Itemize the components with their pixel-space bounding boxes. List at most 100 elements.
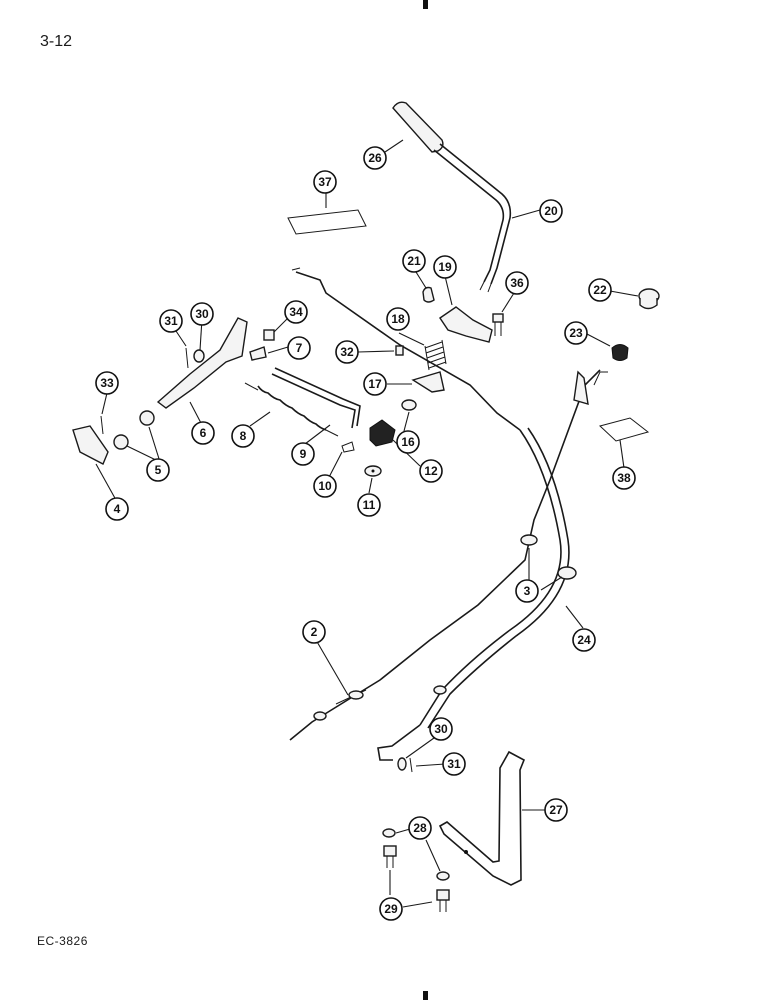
part-throttle-rod — [291, 267, 521, 431]
callout-23: 23 — [564, 321, 588, 345]
part-31-pin-upper — [185, 347, 189, 369]
callout-34: 34 — [284, 300, 308, 324]
callout-circle — [287, 336, 311, 360]
callout-label: 3 — [524, 584, 531, 598]
callout-31: 31 — [442, 752, 466, 776]
callout-30: 30 — [429, 717, 453, 741]
part-31-pin-lower — [409, 757, 413, 773]
callout-circle — [313, 170, 337, 194]
callout-label: 2 — [311, 625, 318, 639]
callout-label: 36 — [510, 276, 524, 290]
part-27-bracket — [438, 750, 526, 886]
callout-circle — [363, 146, 387, 170]
callout-circle — [515, 579, 539, 603]
callout-37: 37 — [313, 170, 337, 194]
callout-label: 8 — [240, 429, 247, 443]
part-36-bolt — [492, 313, 504, 336]
callout-circle — [379, 897, 403, 921]
part-4-block — [72, 425, 109, 465]
callout-label: 9 — [300, 447, 307, 461]
callout-circle — [191, 421, 215, 445]
callout-9: 9 — [291, 442, 315, 466]
part-2-cable — [289, 369, 608, 741]
callout-circle — [433, 255, 457, 279]
callout-16: 16 — [396, 430, 420, 454]
callout-circle — [363, 372, 387, 396]
callout-circle — [291, 442, 315, 466]
callout-circle — [564, 321, 588, 345]
callout-label: 38 — [617, 471, 631, 485]
callout-5: 5 — [146, 458, 170, 482]
callout-label: 4 — [114, 502, 121, 516]
callout-2: 2 — [302, 620, 326, 644]
callout-22: 22 — [588, 278, 612, 302]
part-17-bracket — [411, 371, 445, 393]
part-16-washer — [401, 399, 417, 411]
callout-label: 18 — [391, 312, 405, 326]
callout-label: 31 — [164, 314, 178, 328]
callout-circle — [505, 271, 529, 295]
callout-17: 17 — [363, 372, 387, 396]
callout-label: 28 — [413, 821, 427, 835]
callout-label: 21 — [407, 254, 421, 268]
callout-circle — [544, 798, 568, 822]
part-7-clip — [249, 346, 267, 361]
top-registration-mark — [423, 0, 428, 9]
part-18-spring — [424, 339, 447, 371]
part-23-cap — [611, 344, 629, 361]
callout-6: 6 — [191, 421, 215, 445]
callout-label: 10 — [318, 479, 332, 493]
part-26-handle-grip — [392, 101, 444, 153]
callout-label: 22 — [593, 283, 607, 297]
part-19-bracket — [439, 306, 493, 343]
callout-circle — [539, 199, 563, 223]
callout-circle — [231, 424, 255, 448]
callout-label: 33 — [100, 376, 114, 390]
callout-label: 30 — [195, 307, 209, 321]
part-29-bolts — [383, 845, 450, 912]
callout-12: 12 — [419, 459, 443, 483]
callout-38: 38 — [612, 466, 636, 490]
callout-circle — [335, 340, 359, 364]
callout-circle — [302, 620, 326, 644]
callout-27: 27 — [544, 798, 568, 822]
callout-label: 12 — [424, 464, 438, 478]
part-6-lever — [156, 317, 248, 409]
part-30-washer-lower — [397, 757, 407, 771]
callout-32: 32 — [335, 340, 359, 364]
callout-label: 24 — [577, 633, 591, 647]
part-8-spring — [244, 382, 339, 437]
callout-circle — [357, 493, 381, 517]
callout-label: 26 — [368, 151, 382, 165]
part-32-clip — [395, 345, 404, 356]
figure-code: EC-3826 — [37, 934, 88, 948]
callout-circle — [442, 752, 466, 776]
callout-label: 32 — [340, 345, 354, 359]
part-34-bolt — [263, 329, 275, 341]
callout-circle — [190, 302, 214, 326]
callout-label: 7 — [296, 341, 303, 355]
callout-circle — [95, 371, 119, 395]
callout-label: 23 — [569, 326, 583, 340]
callout-label: 17 — [368, 377, 382, 391]
callout-31: 31 — [159, 309, 183, 333]
callout-circle — [402, 249, 426, 273]
callout-20: 20 — [539, 199, 563, 223]
callout-24: 24 — [572, 628, 596, 652]
callout-label: 30 — [434, 722, 448, 736]
callout-label: 6 — [200, 426, 207, 440]
callout-circle — [386, 307, 410, 331]
callout-circle — [429, 717, 453, 741]
callout-label: 19 — [438, 260, 452, 274]
bottom-registration-mark — [423, 991, 428, 1000]
part-28-washers — [382, 828, 450, 881]
callout-10: 10 — [313, 474, 337, 498]
callout-circle — [159, 309, 183, 333]
callout-19: 19 — [433, 255, 457, 279]
callout-label: 20 — [544, 204, 558, 218]
callout-3: 3 — [515, 579, 539, 603]
callout-11: 11 — [357, 493, 381, 517]
part-9-rod — [271, 367, 361, 429]
part-21-plug — [422, 286, 435, 303]
callout-29: 29 — [379, 897, 403, 921]
